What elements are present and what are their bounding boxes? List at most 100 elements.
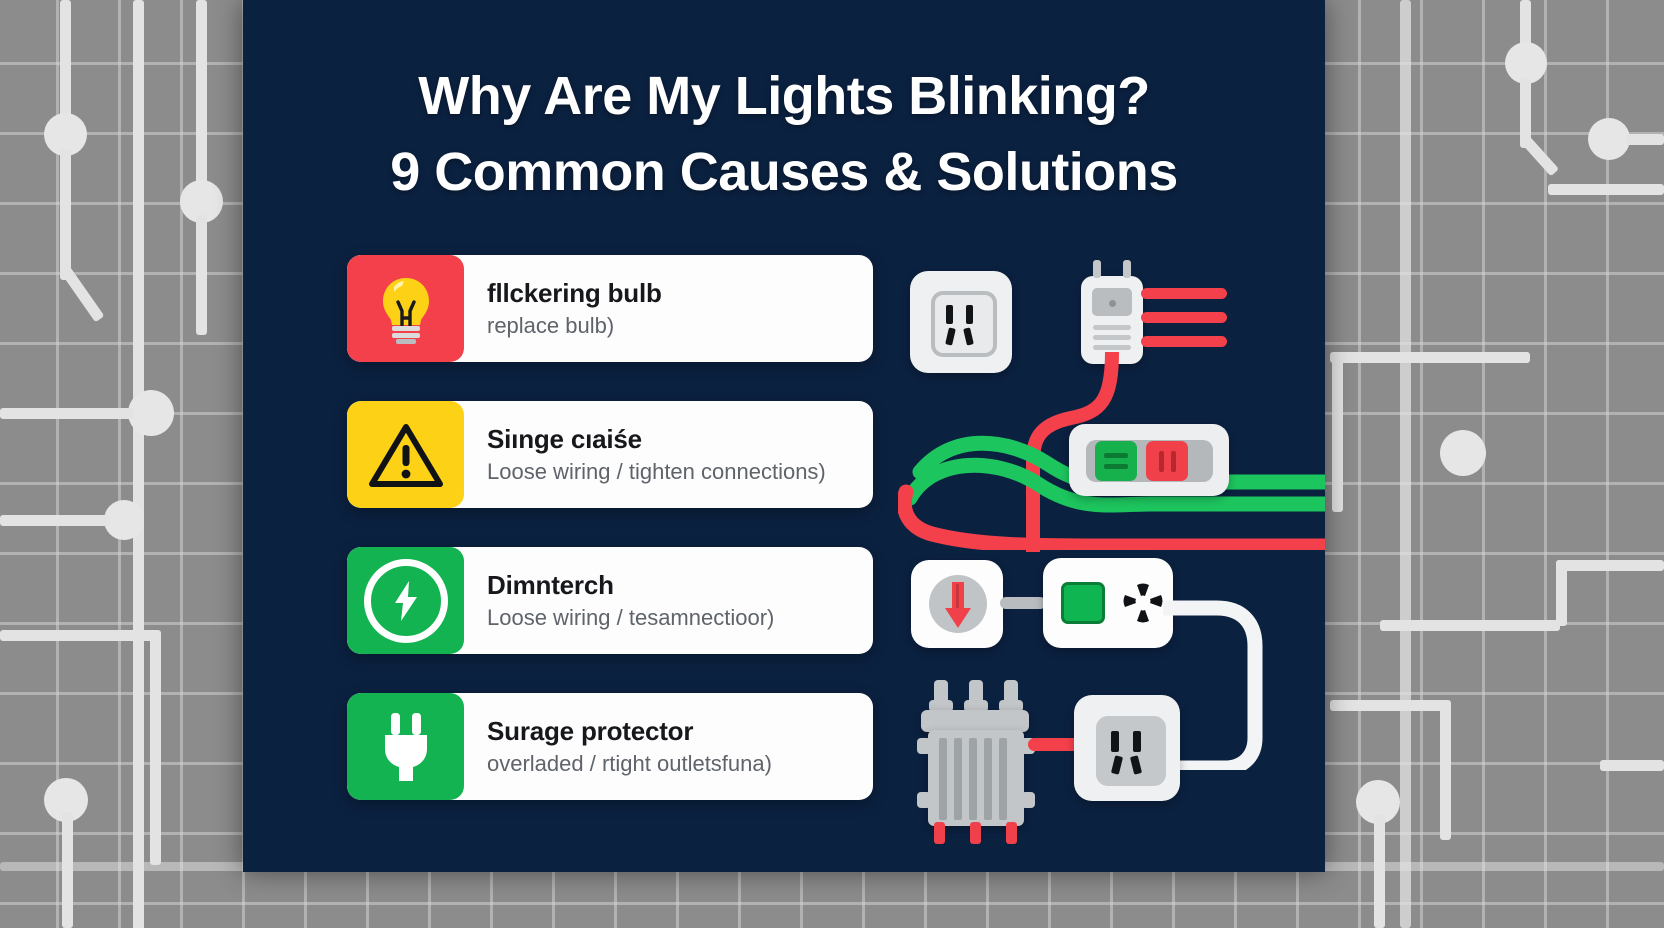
card-text: fllckering bulb replace bulb) <box>464 255 873 362</box>
card-title: Surage protector <box>487 715 694 746</box>
breaker-fin <box>969 738 977 820</box>
power-strip-body <box>1086 440 1213 482</box>
white-cord <box>1163 600 1263 770</box>
outlet-face <box>1096 716 1166 786</box>
down-arrow-icon <box>945 582 971 628</box>
circuit-trace <box>1600 760 1664 771</box>
lightning-bolt-icon <box>363 558 448 643</box>
circuit-trace <box>1440 700 1451 840</box>
red-lead <box>1141 312 1227 323</box>
circuit-trace <box>1556 560 1567 626</box>
card-icon-container <box>347 547 464 654</box>
title-line-1: Why Are My Lights Blinking? <box>418 66 1150 126</box>
circuit-node <box>1588 118 1630 160</box>
breaker-pin-red <box>934 822 945 844</box>
circuit-node <box>104 500 144 540</box>
red-lead <box>1141 288 1227 299</box>
breaker-body <box>928 730 1024 826</box>
power-strip-socket-red <box>1146 441 1188 481</box>
breaker-fin <box>954 738 962 820</box>
adapter-vent-line <box>1093 335 1131 340</box>
socket-panel <box>1043 558 1173 648</box>
circuit-trace <box>0 408 134 419</box>
wall-outlet-icon <box>1074 695 1180 801</box>
card-icon-container <box>347 255 464 362</box>
power-strip-socket-green <box>1095 441 1137 481</box>
cause-card[interactable]: Siınge cıaiśe Loose wiring / tighten con… <box>347 401 873 508</box>
socket-bar <box>1104 464 1128 469</box>
breaker-post-cap <box>964 700 988 712</box>
breaker-top-plate <box>921 710 1029 732</box>
outlet-slot <box>1110 755 1124 775</box>
card-subtitle: overladed / rtight outletsfuna) <box>487 750 772 776</box>
breaker-pin-red <box>1006 822 1017 844</box>
outlet-slot <box>1133 731 1141 752</box>
breaker-fin <box>999 738 1007 820</box>
card-text: Dimnterch Loose wiring / tesamnectioor) <box>464 547 873 654</box>
red-cable-curve <box>1026 352 1119 552</box>
breaker-post-cap <box>929 700 953 712</box>
adapter-prong <box>1093 260 1101 278</box>
circuit-trace <box>133 0 144 928</box>
circuit-breaker-icon <box>907 680 1047 844</box>
card-icon-container <box>347 401 464 508</box>
knob-connector-bar <box>1000 597 1046 609</box>
socket-bar <box>1170 450 1176 472</box>
circuit-trace <box>0 630 160 641</box>
breaker-fin <box>939 738 947 820</box>
dimmer-knob-icon <box>911 560 1003 648</box>
card-title: fllckering bulb <box>487 277 662 308</box>
circuit-trace <box>60 150 71 280</box>
circuit-trace <box>1556 560 1664 571</box>
circuit-trace <box>1400 0 1411 928</box>
circuit-trace <box>1626 134 1664 145</box>
cause-card[interactable]: fllckering bulb replace bulb) <box>347 255 873 362</box>
adapter-vent-line <box>1093 345 1131 350</box>
breaker-lug <box>1021 792 1035 808</box>
card-icon-container <box>347 693 464 800</box>
breaker-lug <box>917 738 931 754</box>
power-adapter-icon <box>1081 260 1143 364</box>
circuit-node <box>1440 430 1486 476</box>
breaker-post <box>969 680 983 704</box>
socket-bar <box>1158 450 1164 472</box>
cause-card[interactable]: Surage protector overladed / rtight outl… <box>347 693 873 800</box>
breaker-post <box>1004 680 1018 704</box>
circuit-trace <box>0 515 110 526</box>
adapter-indicator-dot <box>1109 300 1116 307</box>
cause-card[interactable]: Dimnterch Loose wiring / tesamnectioor) <box>347 547 873 654</box>
breaker-fin <box>984 738 992 820</box>
circuit-trace <box>196 215 207 335</box>
warning-triangle-icon <box>368 423 443 487</box>
card-text: Surage protector overladed / rtight outl… <box>464 693 873 800</box>
breaker-pin-red <box>970 822 981 844</box>
lightbulb-icon <box>382 277 429 344</box>
illustration-row-3 <box>243 0 1325 872</box>
outlet-slot <box>966 305 973 324</box>
adapter-vent-line <box>1093 325 1131 330</box>
circuit-node <box>128 390 174 436</box>
circuit-node <box>44 113 87 156</box>
outlet-face <box>931 291 997 357</box>
cause-card-list: fllckering bulb replace bulb) Siınge cıa… <box>347 255 873 839</box>
card-text: Siınge cıaiśe Loose wiring / tighten con… <box>464 401 873 508</box>
circuit-trace <box>1330 700 1450 711</box>
card-subtitle: Loose wiring / tighten connections) <box>487 458 826 484</box>
socket-bar <box>1104 453 1128 458</box>
red-lead <box>1141 336 1227 347</box>
bolt-glyph <box>394 580 417 621</box>
circuit-trace <box>1520 0 1531 52</box>
circuit-trace <box>1332 352 1343 512</box>
circuit-trace <box>1374 815 1385 928</box>
green-indicator <box>1061 582 1105 624</box>
circuit-trace <box>1380 620 1560 631</box>
circuit-trace <box>1520 78 1531 148</box>
power-strip-icon <box>1069 424 1229 496</box>
breaker-post-cap <box>999 700 1023 712</box>
adapter-prong <box>1123 260 1131 278</box>
main-panel: Why Are My Lights Blinking? 9 Common Cau… <box>243 0 1325 872</box>
card-subtitle: Loose wiring / tesamnectioor) <box>487 604 775 630</box>
outlet-slot <box>1111 731 1119 752</box>
page-title: Why Are My Lights Blinking? 9 Common Cau… <box>243 58 1325 210</box>
